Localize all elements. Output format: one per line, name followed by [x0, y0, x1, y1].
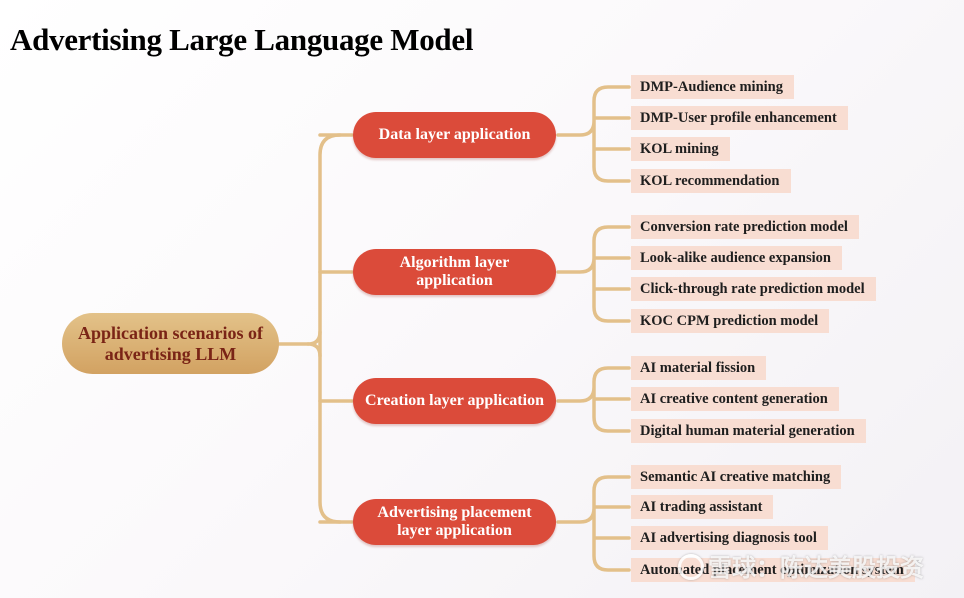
leaf-item: Semantic AI creative matching [631, 465, 842, 489]
leaf-item: DMP-Audience mining [631, 75, 794, 99]
branch-node-placement-layer: Advertising placement layer application [353, 499, 556, 545]
leaf-item: AI material fission [631, 356, 767, 380]
leaf-item: Click-through rate prediction model [631, 277, 876, 301]
connector-trunk [318, 133, 342, 524]
leaf-item: DMP-User profile enhancement [631, 106, 848, 130]
leaf-item: AI trading assistant [631, 495, 774, 519]
branch-node-algorithm-layer: Algorithm layer application [353, 249, 556, 295]
leaf-item: Look-alike audience expansion [631, 246, 842, 270]
connector-trunk-join [306, 330, 322, 358]
root-node: Application scenarios of advertising LLM [62, 313, 279, 374]
page-title: Advertising Large Language Model [10, 22, 474, 57]
leaf-item: Conversion rate prediction model [631, 215, 859, 239]
connector-group-2 [556, 225, 631, 323]
branch-node-data-layer: Data layer application [353, 112, 556, 158]
leaf-item: AI advertising diagnosis tool [631, 526, 828, 550]
leaf-item: KOC CPM prediction model [631, 309, 830, 333]
branch-node-creation-layer: Creation layer application [353, 378, 556, 424]
leaf-item: KOL recommendation [631, 169, 791, 193]
leaf-item: Automated placement optimization system [631, 558, 915, 582]
leaf-item: KOL mining [631, 137, 730, 161]
leaf-item: AI creative content generation [631, 387, 839, 411]
leaf-item: Digital human material generation [631, 419, 866, 443]
connector-group-3 [556, 366, 631, 433]
connector-group-4 [556, 475, 631, 572]
connector-group-1 [556, 85, 631, 183]
